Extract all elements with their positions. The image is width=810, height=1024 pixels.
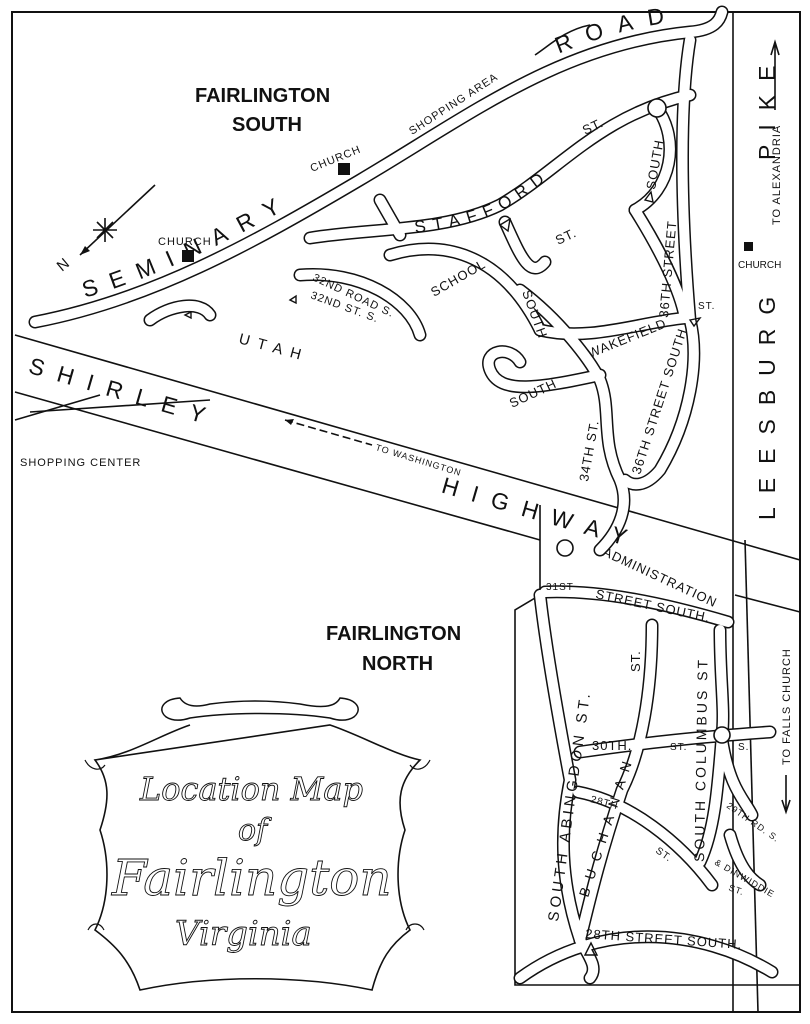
area-title-south: FAIRLINGTON — [195, 85, 330, 107]
fairlington-north-boundary — [514, 505, 800, 986]
area-title-south-2: SOUTH — [232, 114, 302, 136]
shirley-label: SHIRLEY — [26, 352, 222, 432]
street-label: ST. — [628, 650, 643, 672]
street-label: S. — [738, 742, 749, 753]
seminary-road-label: SEMINARY — [79, 186, 296, 302]
cartouche-line2: of — [238, 813, 272, 848]
church-label: CHURCH — [158, 236, 212, 248]
street-label: 34TH ST. — [576, 419, 602, 483]
arrow-icon — [284, 419, 373, 446]
traffic-circle-columbus — [713, 726, 731, 744]
cul-de-sac — [556, 539, 574, 557]
area-title-north-2: NORTH — [362, 653, 433, 675]
leesburg-pike-edge-lower — [744, 539, 759, 1013]
shirley-highway — [14, 334, 801, 613]
church-icon — [744, 242, 753, 251]
to-alexandria-label: TO ALEXANDRIA — [771, 125, 783, 225]
church-icon — [338, 163, 350, 175]
leesburg-label: LEESBURG — [754, 283, 780, 520]
street-label: 30TH. — [592, 738, 632, 753]
church-icon — [182, 250, 194, 262]
north-arrow-icon — [79, 184, 156, 256]
street-label: SCHOOL — [428, 256, 488, 299]
street-label: BUCHANAN — [576, 751, 638, 899]
street-label: 36TH STREET SOUTH — [629, 326, 690, 476]
arrow-up-icon — [770, 39, 780, 110]
area-title-north: FAIRLINGTON — [326, 623, 461, 645]
stafford-label: STAFFORD — [413, 165, 553, 237]
cartouche-line3: Fairlington — [111, 849, 392, 907]
arrow-icon — [534, 24, 591, 56]
street-label: SOUTH COLUMBUS ST — [691, 657, 711, 862]
arrow-down-icon — [781, 775, 791, 815]
church-label: CHURCH — [309, 144, 363, 175]
map-border — [11, 11, 801, 1013]
street-label: 31ST — [546, 582, 574, 593]
traffic-circle-north — [647, 98, 667, 118]
arrow-head-icon — [285, 419, 294, 425]
street-label: UTAH — [237, 330, 311, 365]
street-label: ST. — [670, 742, 687, 753]
cartouche-line1: Location Map — [139, 770, 363, 808]
to-falls-church-label: TO FALLS CHURCH — [781, 648, 793, 765]
church-label: CHURCH — [738, 260, 781, 271]
street-label: ST. — [553, 225, 579, 248]
street-label: ST. — [727, 882, 745, 897]
street-label: 28TH STREET SOUTH. — [585, 926, 743, 952]
shopping-center-label: SHOPPING CENTER — [20, 457, 141, 469]
street-label: ST. — [698, 301, 715, 312]
highway-label: HIGHWAY — [439, 472, 643, 554]
island-markers — [183, 190, 702, 956]
title-cartouche — [84, 697, 431, 991]
compass-north: N — [54, 253, 76, 276]
cartouche-line4: Virginia — [175, 914, 312, 954]
